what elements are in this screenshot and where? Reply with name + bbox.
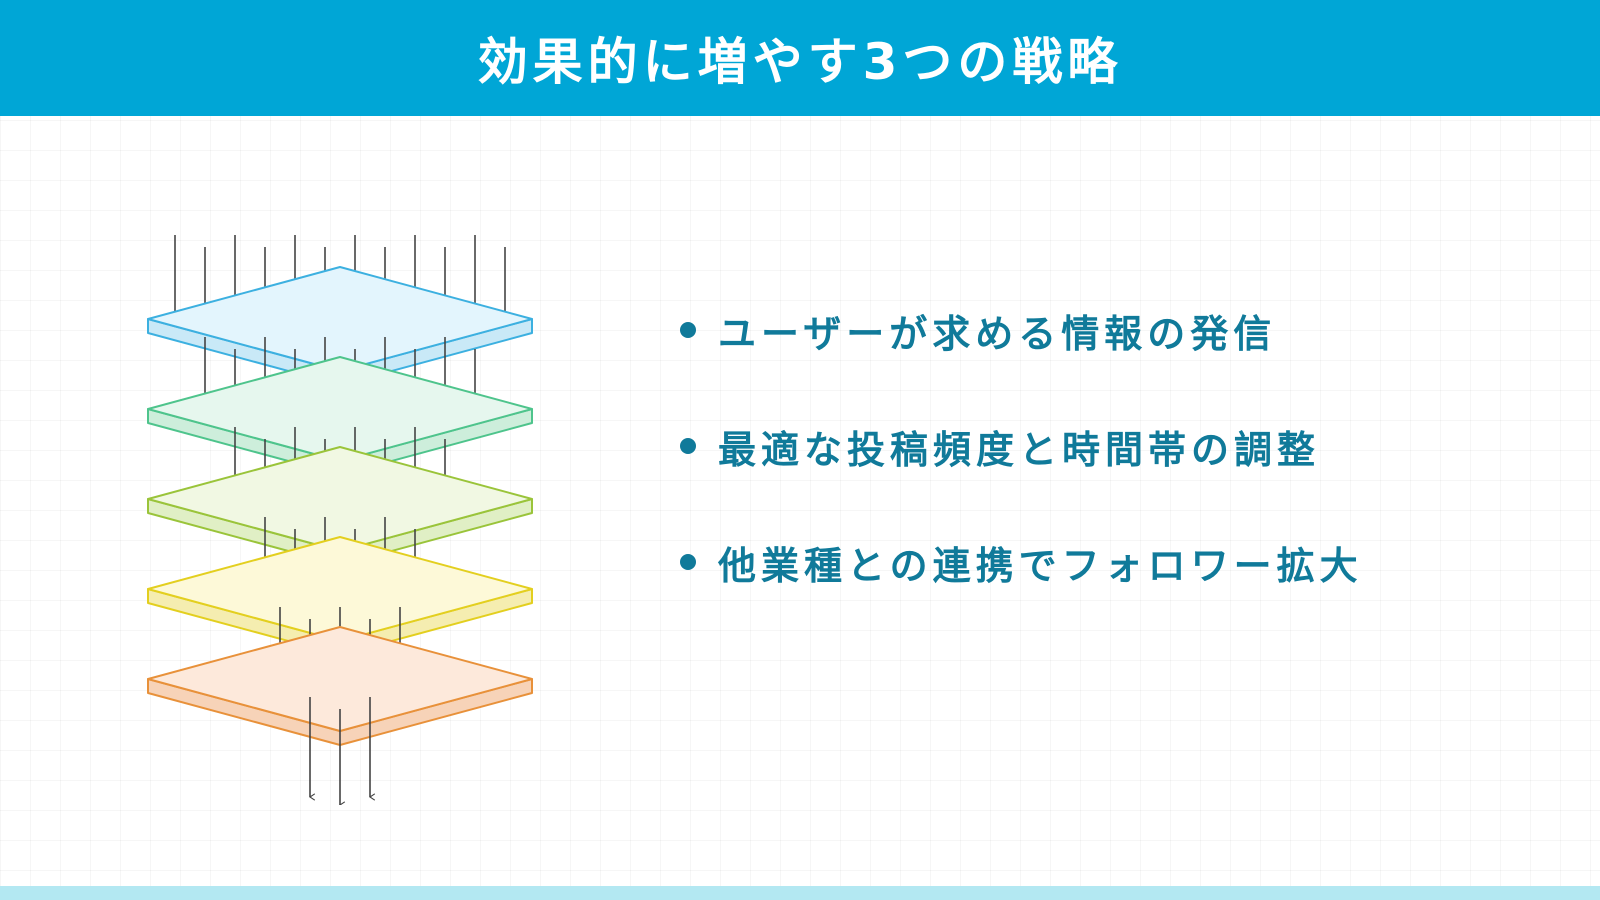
strategy-item-text: 他業種との連携でフォロワー拡大 bbox=[718, 543, 1363, 588]
footer-band bbox=[0, 886, 1600, 900]
layered-filter-diagram bbox=[147, 235, 533, 805]
page-title: 効果的に増やす3つの戦略 bbox=[477, 33, 1123, 91]
strategy-list: ユーザーが求める情報の発信 最適な投稿頻度と時間帯の調整 他業種との連携でフォロ… bbox=[680, 300, 1560, 648]
strategy-item-text: 最適な投稿頻度と時間帯の調整 bbox=[718, 427, 1321, 472]
filter-layer-1 bbox=[147, 266, 533, 386]
bullet-dot-icon bbox=[680, 438, 696, 454]
strategy-item: ユーザーが求める情報の発信 bbox=[680, 300, 1560, 360]
layer-top-face bbox=[147, 446, 533, 552]
header-bar: 効果的に増やす3つの戦略 bbox=[0, 0, 1600, 116]
bullet-dot-icon bbox=[680, 554, 696, 570]
arrow-group-stage-5 bbox=[309, 697, 370, 805]
strategy-item: 最適な投稿頻度と時間帯の調整 bbox=[680, 416, 1560, 476]
strategy-item-text: ユーザーが求める情報の発信 bbox=[718, 311, 1277, 356]
strategy-item: 他業種との連携でフォロワー拡大 bbox=[680, 532, 1560, 592]
bullet-dot-icon bbox=[680, 322, 696, 338]
